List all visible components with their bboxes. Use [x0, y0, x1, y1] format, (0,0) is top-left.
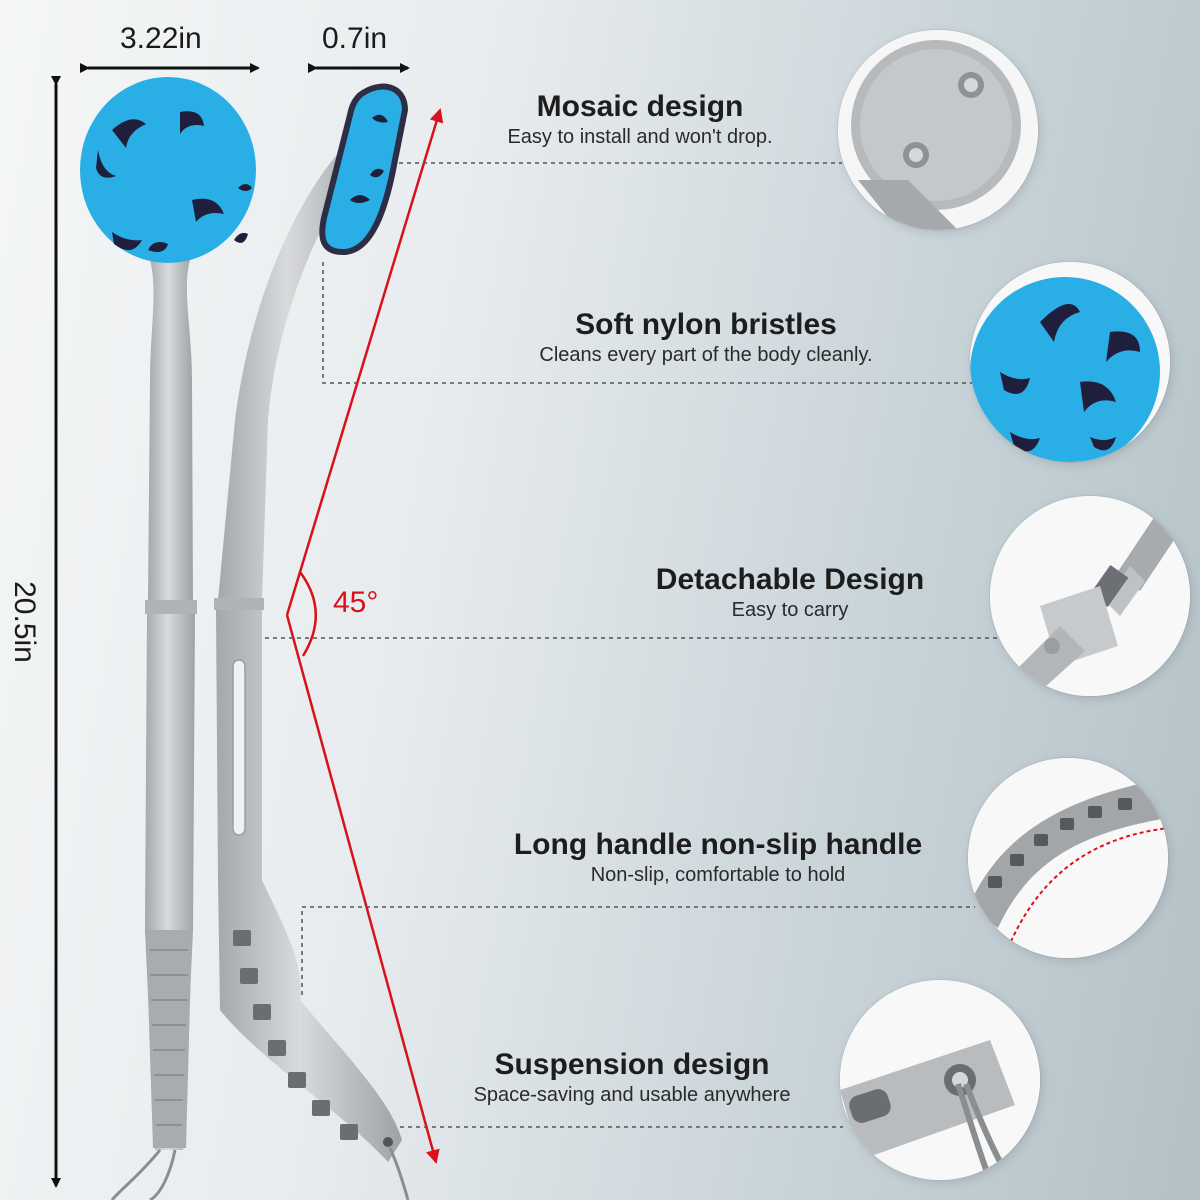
feature-title: Soft nylon bristles — [575, 308, 837, 341]
total-length-label: 20.5in — [8, 581, 41, 663]
bristles-detail-circle — [970, 262, 1170, 462]
head-thickness-label: 0.7in — [322, 22, 388, 55]
feature-title: Mosaic design — [536, 90, 744, 123]
feature-title: Suspension design — [494, 1048, 770, 1081]
flat-brush-head — [319, 83, 409, 256]
head-width-label: 3.22in — [120, 22, 202, 55]
handle-detail-circle — [968, 758, 1168, 958]
curved-brush — [214, 83, 410, 1200]
feature-title: Long handle non-slip handle — [513, 828, 923, 861]
feature-subtitle: Space-saving and usable anywhere — [473, 1084, 791, 1106]
feature-bristles: Soft nylon bristles Cleans every part of… — [539, 308, 872, 368]
angle-label: 45° — [333, 586, 379, 619]
feature-mosaic: Mosaic design Easy to install and won't … — [507, 90, 772, 150]
straight-brush — [80, 77, 256, 1200]
angle-arrows — [285, 108, 444, 1164]
mosaic-detail-circle — [838, 30, 1038, 230]
feature-subtitle: Easy to carry — [731, 599, 849, 621]
feature-subtitle: Non-slip, comfortable to hold — [590, 864, 846, 886]
angle-arc — [298, 571, 317, 657]
feature-handle: Long handle non-slip handle Non-slip, co… — [514, 828, 922, 888]
detachable-detail-circle — [990, 496, 1190, 696]
feature-detachable: Detachable Design Easy to carry — [656, 563, 924, 623]
feature-subtitle: Easy to install and won't drop. — [507, 126, 773, 148]
suspension-detail-circle — [840, 980, 1040, 1180]
feature-suspension: Suspension design Space-saving and usabl… — [474, 1048, 791, 1108]
callout-lines — [265, 162, 998, 1128]
feature-subtitle: Cleans every part of the body cleanly. — [539, 344, 873, 366]
feature-title: Detachable Design — [655, 563, 925, 596]
